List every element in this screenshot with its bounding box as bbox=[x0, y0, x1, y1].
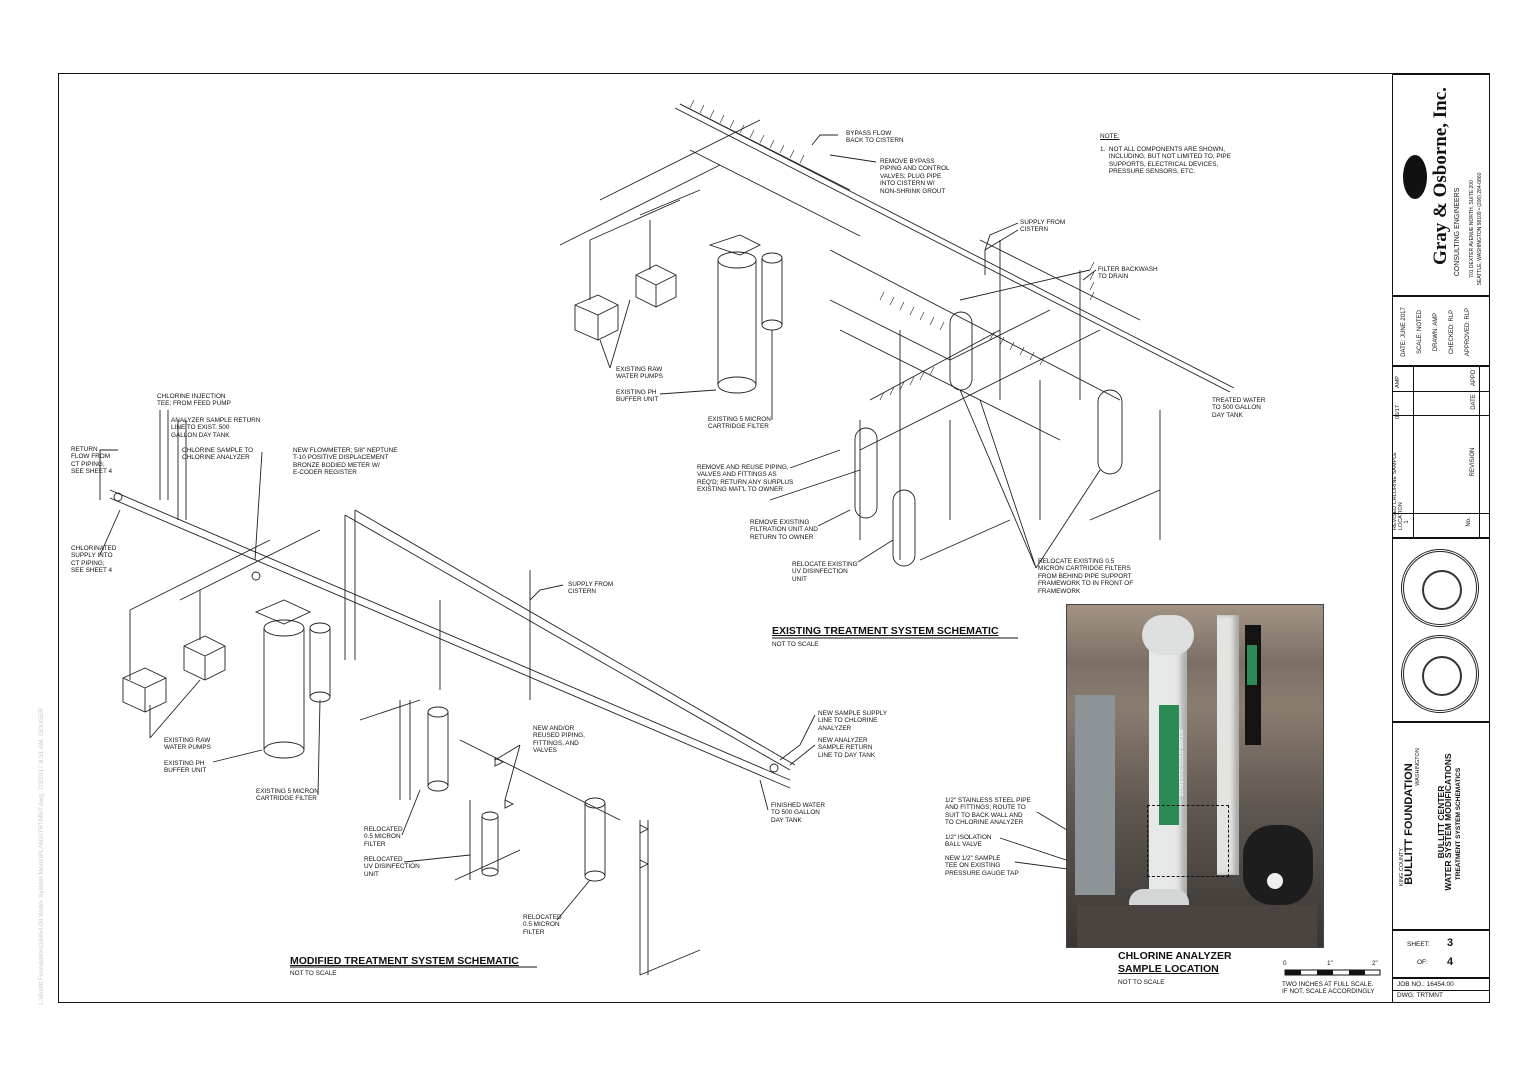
photo-title-line2: SAMPLE LOCATION bbox=[1118, 963, 1219, 975]
sheet-number-block: SHEET: 3 OF: 4 bbox=[1392, 930, 1490, 978]
checked-field: CHECKED: RLP bbox=[1449, 309, 1455, 355]
label-supply-from-cistern-existing: SUPPLY FROM CISTERN bbox=[1020, 219, 1066, 234]
scale-tick-1: 1" bbox=[1327, 960, 1333, 967]
revision-block: REVISED CHLORINE SAMPLE LOCATION 06/17 A… bbox=[1392, 366, 1490, 538]
label-relocated-filter-1: RELOCATED 0.5 MICRON FILTER bbox=[364, 826, 403, 848]
of-label: OF: bbox=[1417, 959, 1428, 966]
job-block: JOB NO.: 16454.00 DWG: TRTMNT bbox=[1392, 978, 1490, 1003]
label-sample-tee: NEW 1/2" SAMPLE TEE ON EXISTING PRESSURE… bbox=[945, 855, 1019, 877]
modified-schematic-scale: NOT TO SCALE bbox=[290, 970, 337, 977]
label-relocate-uv: RELOCATE EXISTING UV DISINFECTION UNIT bbox=[792, 561, 858, 583]
label-ph-buffer-1: EXISTING pH BUFFER UNIT bbox=[616, 389, 659, 404]
label-new-analyzer-return: NEW ANALYZER SAMPLE RETURN LINE TO DAY T… bbox=[818, 737, 876, 759]
chlorine-analyzer-photo: DOMESTIC COLD WATER bbox=[1066, 604, 1324, 948]
scale-tick-2: 2" bbox=[1372, 960, 1378, 967]
project-block: BULLITT FOUNDATION KING COUNTY WASHINGTO… bbox=[1392, 722, 1490, 930]
modified-schematic-title: MODIFIED TREATMENT SYSTEM SCHEMATIC bbox=[290, 955, 519, 967]
sheet-title: TREATMENT SYSTEM SCHEMATICS bbox=[1455, 767, 1462, 881]
label-chlorine-injection: CHLORINE INJECTION TEE; FROM FEED PUMP bbox=[157, 393, 231, 408]
label-existing-raw-pumps-2: EXISTING RAW WATER PUMPS bbox=[164, 737, 211, 752]
sheet-label: SHEET: bbox=[1407, 941, 1430, 948]
client-county: KING COUNTY bbox=[1399, 847, 1405, 887]
firm-address: 701 DEXTER AVENUE NORTH, SUITE 200 bbox=[1469, 180, 1475, 278]
engineer-seal-1 bbox=[1401, 549, 1479, 627]
label-supply-from-cistern-modified: SUPPLY FROM CISTERN bbox=[568, 581, 614, 596]
label-remove-filtration: REMOVE EXISTING FILTRATION UNIT AND RETU… bbox=[750, 519, 818, 541]
label-new-sample-supply: NEW SAMPLE SUPPLY LINE TO CHLORINE ANALY… bbox=[818, 710, 888, 732]
job-number: JOB NO.: 16454.00 bbox=[1397, 981, 1454, 988]
firm-logo-icon bbox=[1403, 155, 1427, 199]
label-cartridge-filter-2: EXISTING 5 MICRON CARTRIDGE FILTER bbox=[256, 788, 319, 803]
note-heading: NOTE: bbox=[1100, 133, 1120, 140]
label-isolation-valve: 1/2" ISOLATION BALL VALVE bbox=[945, 834, 992, 849]
label-ph-buffer-2: EXISTING pH BUFFER UNIT bbox=[164, 760, 207, 775]
firm-sub: CONSULTING ENGINEERS bbox=[1454, 187, 1461, 277]
label-relocated-uv: RELOCATED UV DISINFECTION UNIT bbox=[364, 856, 420, 878]
sheet-number: 3 bbox=[1447, 937, 1454, 949]
photo-title-line1: CHLORINE ANALYZER bbox=[1118, 950, 1232, 962]
label-bypass-flow: BYPASS FLOW BACK TO CISTERN bbox=[846, 130, 904, 145]
existing-schematic-scale: NOT TO SCALE bbox=[772, 641, 819, 648]
scale-tick-0: 0 bbox=[1283, 960, 1287, 967]
firm-block: Gray & Osborne, Inc. CONSULTING ENGINEER… bbox=[1392, 74, 1490, 296]
label-analyzer-return: ANALYZER SAMPLE RETURN LINE TO EXIST. 50… bbox=[171, 417, 261, 439]
label-relocate-filters: RELOCATE EXISTING 0.5 MICRON CARTRIDGE F… bbox=[1038, 558, 1134, 595]
date-field: DATE: JUNE 2017 bbox=[1401, 307, 1407, 357]
approved-field: APPROVED: RLP bbox=[1465, 307, 1471, 357]
drawn-field: DRAWN: AMP bbox=[1433, 312, 1439, 352]
client-state: WASHINGTON bbox=[1415, 748, 1421, 786]
label-cartridge-filter-1: EXISTING 5 MICRON CARTRIDGE FILTER bbox=[708, 416, 771, 431]
label-filter-backwash: FILTER BACKWASH TO DRAIN bbox=[1098, 266, 1158, 281]
photo-scale: NOT TO SCALE bbox=[1118, 979, 1165, 986]
firm-city: SEATTLE, WASHINGTON 98109 • (206) 284-08… bbox=[1477, 172, 1483, 286]
label-finished-water: FINISHED WATER TO 500 GALLON DAY TANK bbox=[771, 802, 825, 824]
project-sub: WATER SYSTEM MODIFICATIONS bbox=[1443, 753, 1453, 891]
dwg-name: DWG: TRTMNT bbox=[1397, 992, 1443, 999]
note-text: 1. NOT ALL COMPONENTS ARE SHOWN, INCLUDI… bbox=[1100, 146, 1231, 176]
stamp-block bbox=[1392, 538, 1490, 722]
label-return-flow: RETURN FLOW FROM CT PIPING; SEE SHEET 4 bbox=[71, 446, 113, 476]
date-block: DATE: JUNE 2017 SCALE: NOTED DRAWN: AMP … bbox=[1392, 296, 1490, 366]
label-remove-reuse: REMOVE AND REUSE PIPING, VALVES AND FITT… bbox=[697, 464, 794, 494]
label-stainless-pipe: 1/2" STAINLESS STEEL PIPE AND FITTINGS; … bbox=[945, 797, 1031, 827]
label-remove-bypass: REMOVE BYPASS PIPING AND CONTROL VALVES;… bbox=[880, 158, 950, 195]
engineer-seal-2 bbox=[1401, 635, 1479, 713]
label-chlorinated-supply: CHLORINATED SUPPLY INTO CT PIPING; SEE S… bbox=[71, 545, 117, 575]
label-new-reused: NEW AND/OR REUSED PIPING, FITTINGS, AND … bbox=[533, 725, 585, 755]
scale-field: SCALE: NOTED bbox=[1417, 310, 1423, 355]
of-number: 4 bbox=[1447, 956, 1454, 968]
scale-bar-note: TWO INCHES AT FULL SCALE. IF NOT, SCALE … bbox=[1282, 981, 1375, 996]
label-relocated-filter-2: RELOCATED 0.5 MICRON FILTER bbox=[523, 914, 562, 936]
label-new-flowmeter: NEW FLOWMETER; 5/8" NEPTUNE T-10 POSITIV… bbox=[293, 447, 398, 477]
firm-name: Gray & Osborne, Inc. bbox=[1430, 87, 1451, 265]
label-chlorine-sample: CHLORINE SAMPLE TO CHLORINE ANALYZER bbox=[182, 447, 254, 462]
label-treated-water: TREATED WATER TO 500 GALLON DAY TANK bbox=[1212, 397, 1266, 419]
existing-schematic-title: EXISTING TREATMENT SYSTEM SCHEMATIC bbox=[772, 625, 999, 637]
label-existing-raw-pumps-1: EXISTING RAW WATER PUMPS bbox=[616, 366, 663, 381]
